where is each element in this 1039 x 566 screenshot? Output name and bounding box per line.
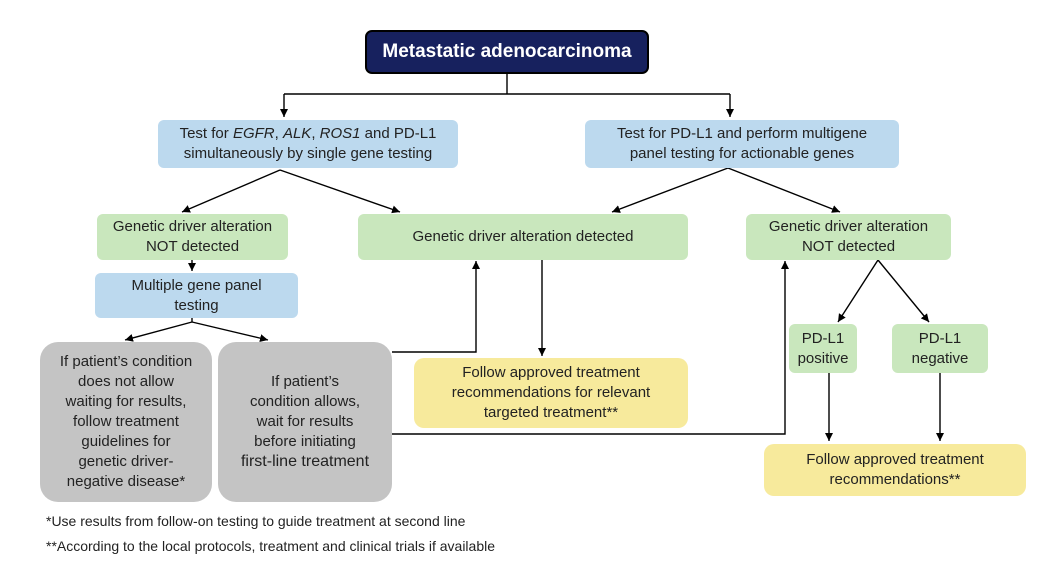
cannot-wait-lines-line: genetic driver- [78, 453, 174, 470]
cannot-wait-lines-line: follow treatment [73, 413, 179, 430]
can-wait-node: If patient’s condition allows, wait for re… [218, 342, 392, 502]
footnote-second-line: *Use results from follow-on testing to g… [46, 513, 466, 529]
can-wait-lines-line: If patient’s [270, 373, 340, 390]
arrow-panel-to-cannot-wait [124, 321, 193, 342]
cannot-wait-node: If patient’s condition does not allow wait… [40, 342, 212, 502]
cannot-wait-lines-line: does not allow [78, 373, 174, 390]
single-test-line1: Test for EGFR, ALK, ROS1 and PD-L1 [179, 125, 437, 142]
multigene-test-node: Test for PD-L1 and perform multigene pan… [585, 120, 899, 168]
detected-node: Genetic driver alteration detected [358, 214, 688, 260]
arrow-not-detected-to-positive [837, 259, 879, 323]
pdl1-positive-node: PD-L1 positive [789, 324, 857, 373]
arrow-not-detected-to-negative [877, 259, 930, 323]
multigene-line2: panel testing for actionable genes [629, 145, 855, 162]
gene-egfr: EGFR [232, 125, 275, 142]
targeted-lines-line: targeted treatment** [483, 404, 619, 421]
gene-alk: ALK [282, 125, 312, 142]
detected-text: Genetic driver alteration detected [412, 228, 634, 245]
single-gene-test-node: Test for EGFR, ALK, ROS1 and PD-L1 simul… [158, 120, 458, 168]
can-wait-text: If patient’s condition allows, wait for re… [241, 372, 369, 452]
cannot-wait-lines-line: negative disease* [66, 473, 186, 490]
not-detected-left-line2: NOT detected [145, 238, 240, 255]
not-detected-right-node: Genetic driver alteration NOT detected [746, 214, 951, 260]
connector-title-split [284, 74, 730, 95]
can-wait-lines-line: before initiating [254, 433, 356, 450]
title-text: Metastatic adenocarcinoma [382, 41, 632, 62]
pdl1-positive-line1: PD-L1 [801, 329, 845, 347]
gene-panel-line1: Multiple gene panel [131, 276, 262, 294]
can-wait-first-line-treatment: first-line treatment [240, 453, 370, 470]
not-detected-left-line1: Genetic driver alteration [112, 218, 273, 235]
footnote-local-protocols: **According to the local protocols, trea… [46, 538, 496, 554]
cannot-wait-lines-line: guidelines for [81, 433, 171, 450]
targeted-lines-line: Follow approved treatment [462, 364, 640, 381]
targeted-treatment-node: Follow approved treatment recommendations… [414, 358, 688, 428]
multigene-line1: Test for PD-L1 and perform multigene [616, 125, 868, 142]
arrow-single-to-detected [279, 169, 401, 214]
arrow-single-to-not-detected [181, 169, 281, 213]
gene-panel-node: Multiple gene panel testing [95, 273, 298, 318]
approved-treatment-line1: Follow approved treatment [806, 451, 984, 468]
arrow-multigene-to-not-detected-right [727, 167, 841, 213]
approved-treatment-node: Follow approved treatment recommendation… [764, 444, 1026, 496]
can-wait-lines-line: wait for results [256, 413, 354, 430]
can-wait-lines-line: condition allows, [249, 393, 361, 410]
arrow-can-wait-to-not-detected-right [392, 261, 789, 435]
targeted-treatment-text: Follow approved treatment recommendations… [452, 363, 650, 423]
arrow-can-wait-to-detected [392, 261, 480, 353]
pdl1-negative-line1: PD-L1 [918, 329, 962, 347]
not-detected-right-line1: Genetic driver alteration [768, 218, 929, 235]
gene-ros1: ROS1 [319, 125, 361, 142]
pdl1-negative-node: PD-L1 negative [892, 324, 988, 373]
targeted-lines-line: recommendations for relevant [451, 384, 651, 401]
arrow-multigene-to-detected [611, 167, 729, 213]
cannot-wait-text: If patient’s condition does not allow wait… [60, 352, 192, 492]
cannot-wait-lines-line: waiting for results, [65, 393, 187, 410]
title-node: Metastatic adenocarcinoma [365, 30, 649, 74]
not-detected-left-node: Genetic driver alteration NOT detected [97, 214, 288, 260]
pdl1-positive-line2: positive [797, 349, 849, 367]
approved-treatment-line2: recommendations** [829, 471, 961, 488]
not-detected-right-line2: NOT detected [801, 238, 896, 255]
cannot-wait-lines-line: If patient’s condition [59, 353, 193, 370]
arrow-panel-to-can-wait [191, 321, 269, 343]
single-test-line2: simultaneously by single gene testing [183, 145, 433, 162]
gene-panel-line2: testing [174, 296, 219, 314]
pdl1-negative-line2: negative [911, 349, 969, 367]
